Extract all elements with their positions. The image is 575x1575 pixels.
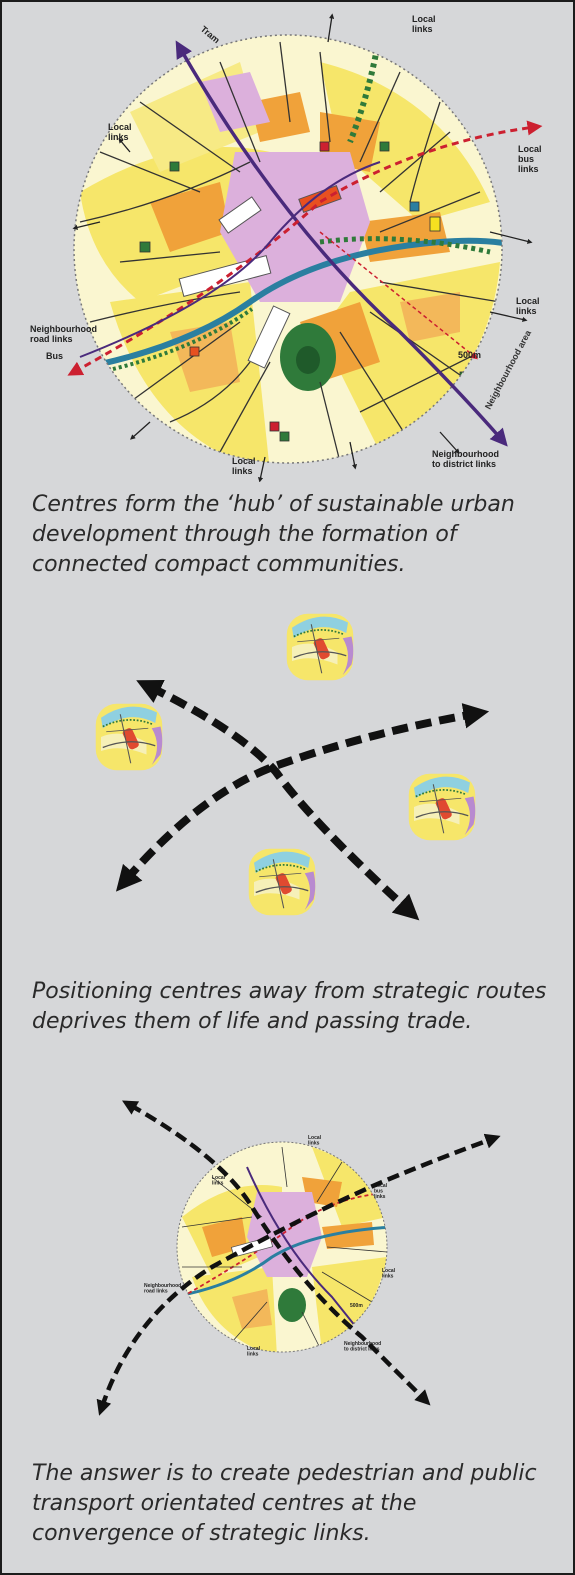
distance-label: 500m bbox=[458, 350, 481, 360]
figure1-caption: Centres form the ‘hub’ of sustainable ur… bbox=[32, 492, 515, 577]
neighbourhood-map-thumbnail-icon bbox=[247, 847, 317, 917]
tram-label: Tram bbox=[199, 24, 222, 45]
bus-label: Bus bbox=[46, 351, 63, 361]
neighbourhood-map-thumbnail-icon bbox=[94, 702, 164, 772]
distance-small-label: 500m bbox=[350, 1303, 363, 1309]
figure2-caption: Positioning centres away from strategic … bbox=[32, 979, 547, 1034]
dashed-arrow-icon bbox=[96, 1133, 501, 1416]
radius-line bbox=[319, 231, 478, 360]
dashed-arrow-icon bbox=[115, 703, 490, 892]
neighbourhood-map-thumbnail-icon bbox=[285, 612, 355, 682]
district-link-route bbox=[79, 161, 381, 358]
neighbourhood-map-thumbnail-icon bbox=[407, 772, 477, 842]
centres-away-from-routes-diagram bbox=[94, 612, 490, 921]
figure3-caption: The answer is to create pedestrian and p… bbox=[32, 1461, 537, 1546]
neighbourhood-circle bbox=[73, 34, 503, 464]
neighbourhood-area-label: Neighbourhood area bbox=[483, 328, 534, 411]
